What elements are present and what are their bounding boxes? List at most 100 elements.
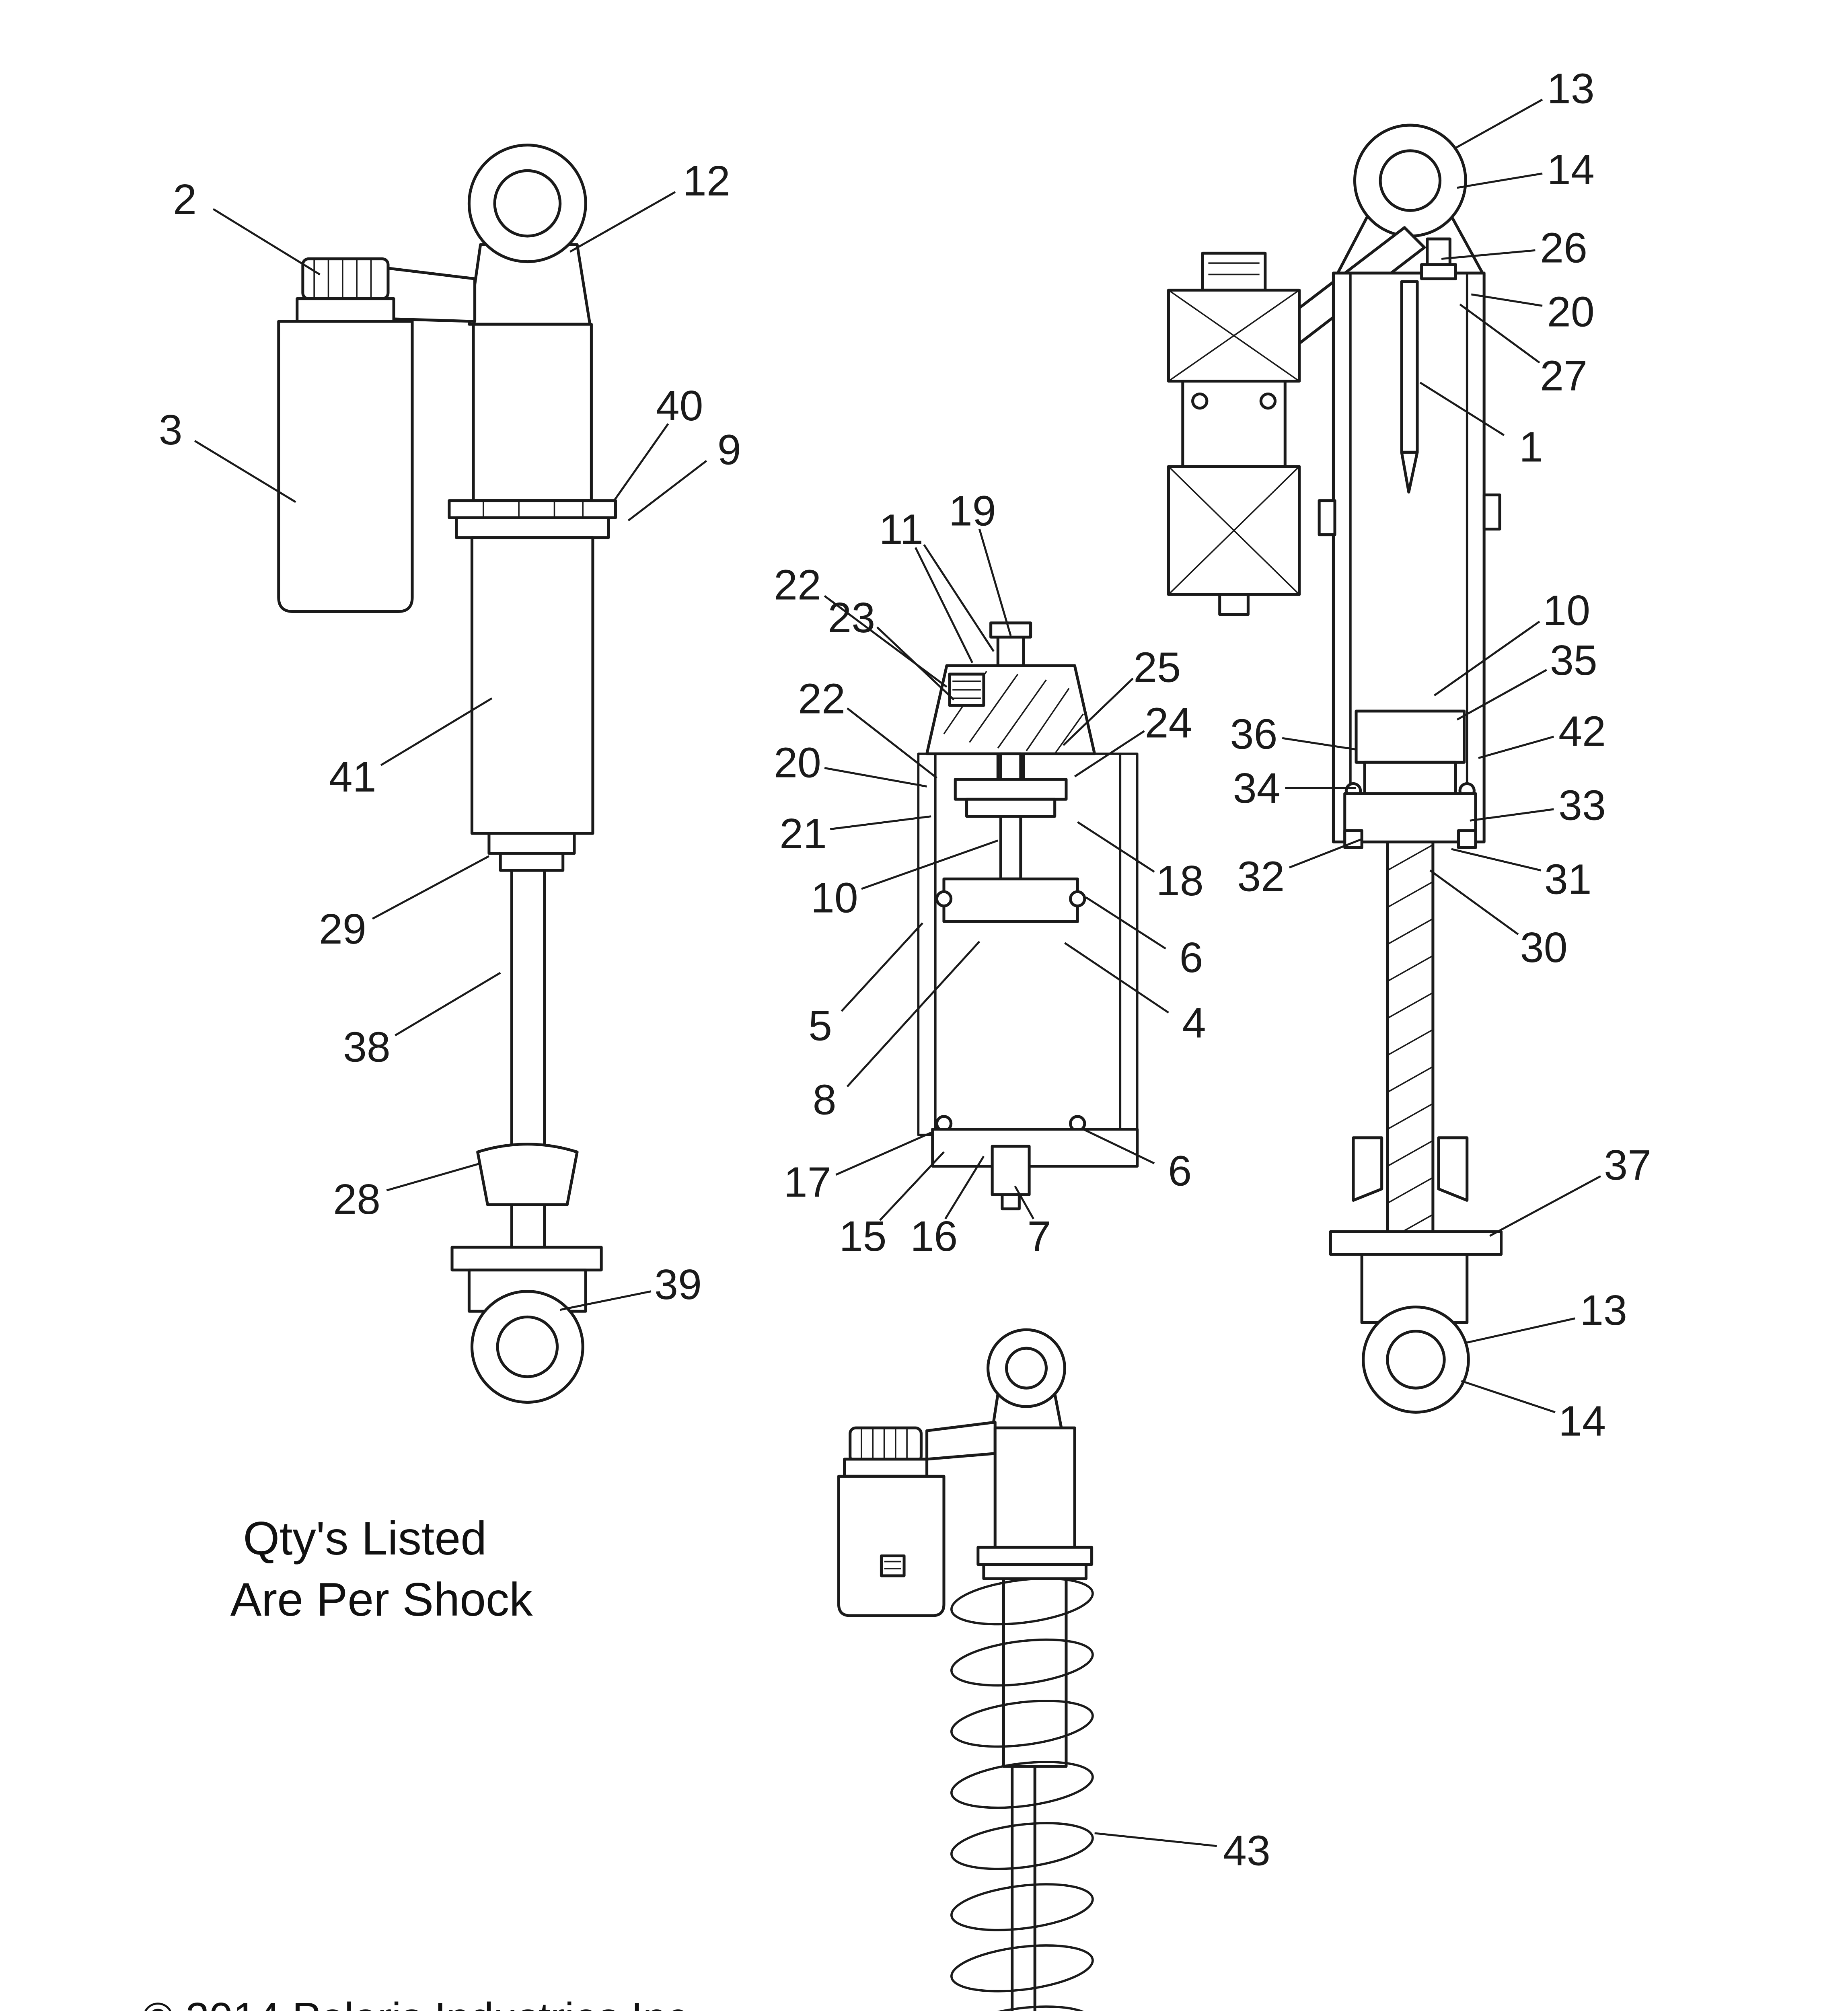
piston (942, 877, 1079, 923)
callout-leader-8 (846, 941, 981, 1088)
callout-leader-40 (613, 423, 669, 502)
callout-label-6a: 6 (1180, 934, 1203, 981)
seal-head (1343, 792, 1477, 843)
callout-leader-6a (1085, 897, 1166, 950)
callout-leader-43 (1094, 1832, 1217, 1847)
callout-label-19: 19 (949, 487, 996, 535)
gland-upper (954, 778, 1068, 801)
callout-label-11: 11 (879, 506, 923, 553)
callout-leader-30 (1429, 870, 1519, 936)
bump-stop (476, 1143, 579, 1206)
callout-label-32: 32 (1237, 853, 1285, 900)
callout-label-16: 16 (910, 1213, 958, 1260)
callout-leader-32 (1289, 838, 1363, 869)
copyright-text: © 2014 Polaris Industries Inc. (142, 1994, 699, 2011)
callout-leader-19 (978, 528, 1012, 636)
callout-leader-10m (861, 839, 999, 890)
callout-label-14a: 14 (1547, 146, 1595, 193)
callout-label-20r: 20 (1547, 288, 1595, 336)
bottom-cap (931, 1128, 1139, 1168)
callout-leader-4 (1064, 942, 1169, 1014)
adjuster-notches (483, 500, 584, 518)
qty-note-line1: Qty's Listed (243, 1512, 487, 1565)
callout-leader-13a (1455, 99, 1543, 149)
callout-leader-7 (1014, 1185, 1034, 1219)
valve-body-lower-section (1168, 466, 1300, 595)
reservoir-knob (849, 1426, 923, 1464)
reservoir-valve (880, 1554, 906, 1577)
callout-label-22a: 22 (774, 561, 821, 609)
callout-leader-10r (1434, 621, 1540, 697)
knob-knurling (861, 1428, 908, 1462)
valve-top (1201, 251, 1267, 292)
lower-tab-right (1437, 1136, 1469, 1202)
bottom-valve-boss (991, 1145, 1031, 1196)
callout-label-1: 1 (1519, 423, 1543, 471)
callout-leader-41 (380, 697, 493, 766)
callout-label-12: 12 (683, 157, 730, 205)
callout-leader-2 (212, 208, 321, 276)
callout-leader-38 (395, 972, 501, 1036)
shaft-hatching (1387, 844, 1433, 1278)
callout-leader-1 (1419, 382, 1505, 436)
callout-leader-3 (194, 440, 296, 503)
callout-leader-24 (1074, 730, 1145, 777)
body-upper (472, 323, 593, 502)
callout-label-5: 5 (808, 1002, 832, 1050)
shock-body-cutaway-view (917, 621, 1139, 1211)
shock-front-reservoir-view (277, 144, 617, 1404)
shaft (1011, 1765, 1036, 2011)
callout-label-9: 9 (717, 426, 741, 473)
callout-label-43: 43 (1223, 1827, 1270, 1874)
valve-body-upper-section (1168, 289, 1300, 382)
valve-bottom-stem (1218, 593, 1250, 616)
lower-tab-left (1352, 1136, 1383, 1202)
main-body-walls (1349, 272, 1468, 843)
seal-head-cap (487, 832, 576, 855)
callout-label-22b: 22 (798, 675, 845, 722)
callout-label-21: 21 (779, 810, 827, 857)
reservoir-valve-lines (884, 1561, 901, 1570)
callout-label-17: 17 (784, 1159, 831, 1206)
bottom-valve-stem (1001, 1193, 1021, 1211)
reservoir-cap (296, 297, 395, 323)
callout-label-18: 18 (1156, 857, 1204, 905)
bottom-flange (450, 1246, 603, 1272)
callout-label-41: 41 (329, 753, 376, 801)
adjuster-ring-lower (455, 516, 610, 539)
metering-needle-tip (1400, 450, 1419, 494)
callout-label-40: 40 (656, 382, 703, 430)
callout-leader-28 (386, 1162, 481, 1192)
callout-leader-26 (1441, 249, 1536, 260)
reservoir-body (837, 1474, 946, 1617)
callout-label-13b: 13 (1580, 1287, 1627, 1334)
callout-leader-16 (944, 1156, 985, 1219)
shaft-end-nut (1420, 263, 1457, 280)
callout-leader-22a (824, 595, 948, 688)
reservoir-knob (301, 257, 390, 300)
spring-seat-upper (976, 1546, 1094, 1566)
callout-leader-33 (1470, 808, 1554, 822)
callout-label-31: 31 (1544, 855, 1592, 903)
callout-leader-11 (923, 544, 995, 652)
callout-leader-5 (841, 922, 923, 1012)
callout-leader-11 (915, 547, 973, 663)
callout-label-4: 4 (1182, 999, 1206, 1047)
callout-leader-21 (830, 815, 931, 830)
callout-label-38: 38 (343, 1024, 391, 1071)
callout-label-20m: 20 (774, 739, 821, 786)
valve-top-lines (1208, 262, 1260, 276)
callout-leader-42 (1478, 736, 1554, 759)
preload-collar (982, 1563, 1087, 1580)
callout-label-35: 35 (1550, 637, 1597, 684)
wear-band-right (1069, 890, 1086, 907)
callout-label-39: 39 (654, 1261, 702, 1308)
callout-label-27: 27 (1540, 352, 1587, 400)
callout-leader-22b (847, 707, 937, 779)
callout-label-24: 24 (1145, 699, 1192, 746)
callout-leader-39 (560, 1290, 652, 1311)
callout-label-8: 8 (813, 1076, 837, 1123)
callout-leader-17 (835, 1131, 933, 1176)
